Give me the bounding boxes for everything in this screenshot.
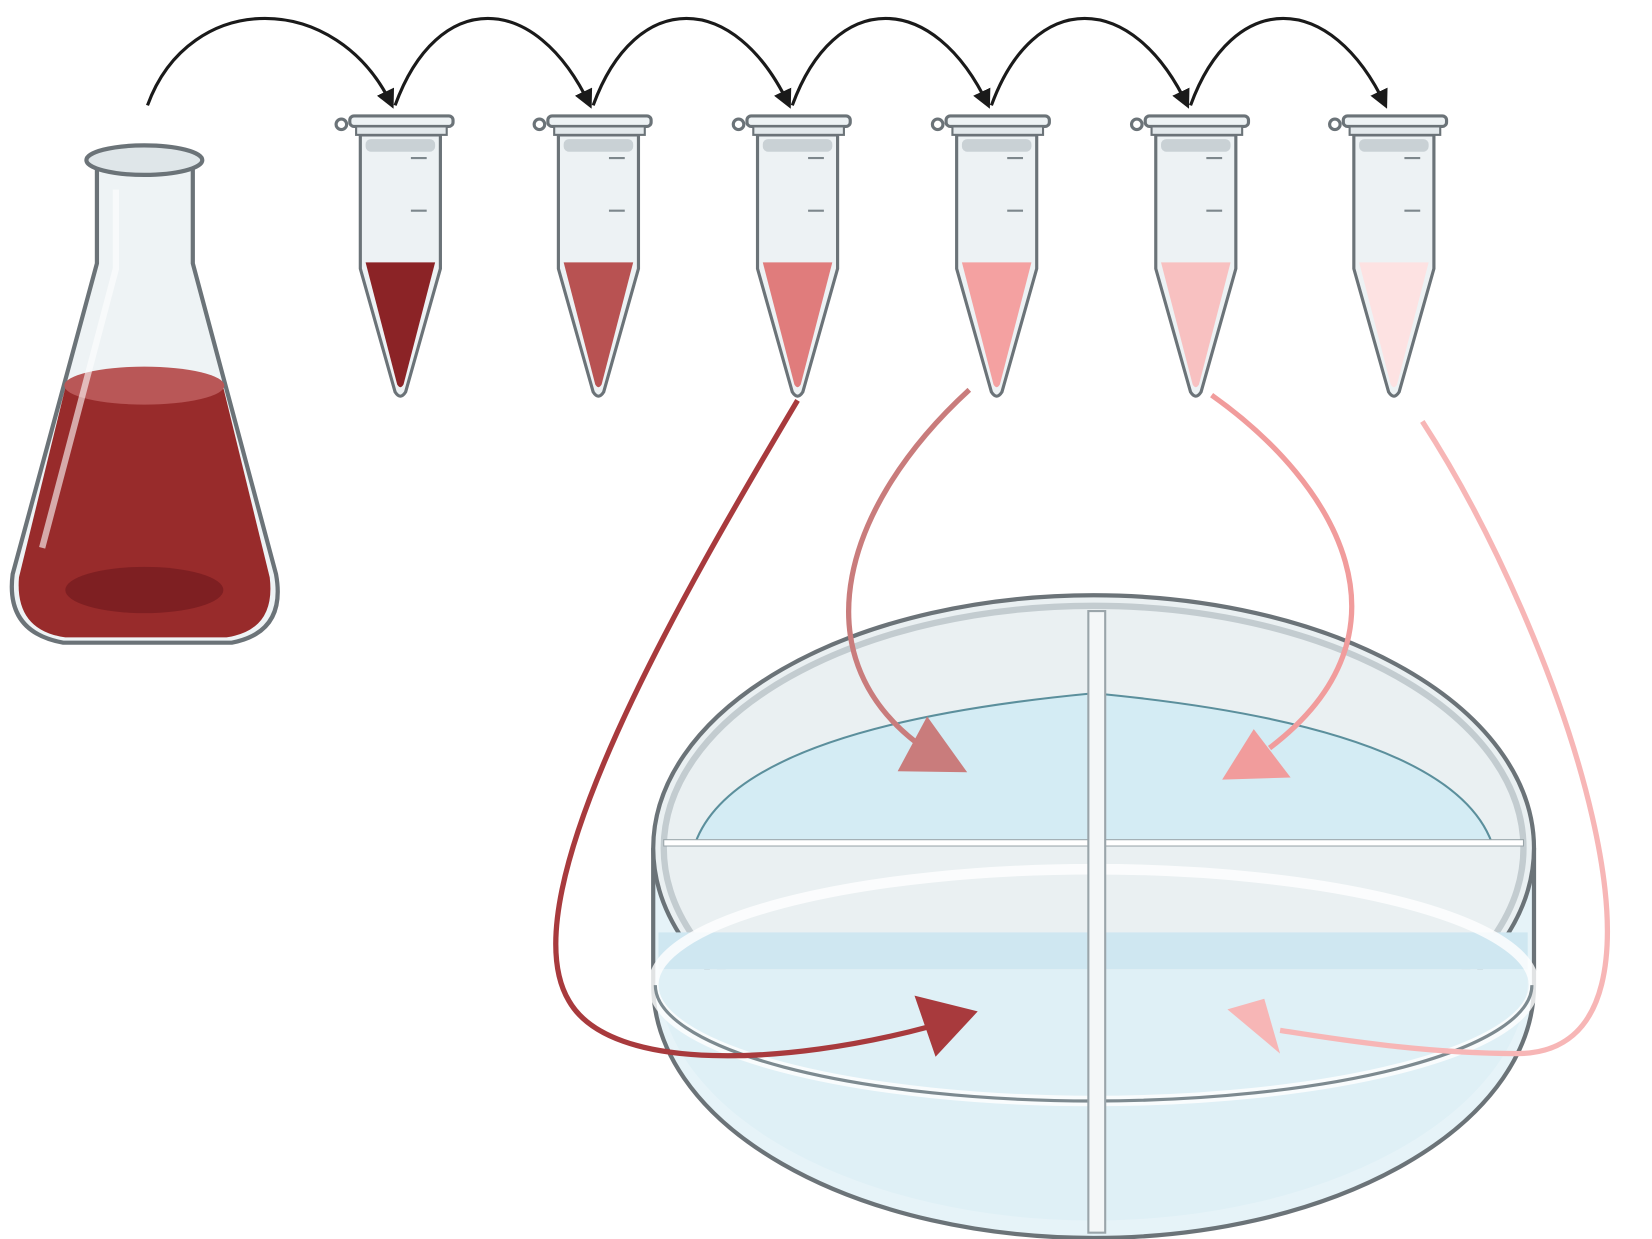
plating-arrow-top-right: [1210, 392, 1355, 780]
tube-cap: [546, 114, 653, 129]
tube-cap: [745, 114, 852, 129]
tube-5: [1129, 114, 1251, 398]
tube-liquid: [1161, 262, 1231, 388]
tube-liquid: [961, 262, 1032, 388]
transfer-arrow-3: [591, 17, 792, 109]
tube-3: [731, 114, 852, 398]
arrowhead-icon: [897, 716, 968, 773]
microcentrifuge-tubes: [334, 114, 1449, 398]
transfer-arrows: [146, 16, 1388, 109]
petri-dish: [647, 593, 1540, 1239]
tube-cap: [1341, 114, 1449, 129]
plating-arrow-top-left: [846, 387, 972, 773]
tube-liquid: [1359, 262, 1429, 388]
transfer-arrow-2: [393, 17, 593, 109]
tube-liquid: [563, 262, 634, 388]
transfer-arrow-1: [146, 16, 394, 109]
arrowhead-icon: [1222, 729, 1291, 780]
tube-cap: [1143, 114, 1251, 129]
plating-arrows: [553, 387, 1610, 1059]
tube-2: [532, 114, 653, 398]
arrowhead-icon: [914, 995, 978, 1057]
tube-cap: [944, 114, 1051, 129]
flask-liquid: [18, 372, 271, 638]
tube-liquid: [762, 262, 833, 388]
tube-4: [930, 114, 1051, 398]
tube-cap: [348, 114, 455, 129]
tube-liquid: [365, 262, 436, 388]
transfer-arrow-6: [1189, 17, 1388, 109]
transfer-arrow-5: [989, 17, 1190, 109]
tube-1: [334, 114, 455, 398]
plating-arrow-bottom-right: [1227, 419, 1610, 1057]
arrowhead-icon: [1227, 998, 1281, 1054]
tube-6: [1328, 114, 1449, 398]
transfer-arrow-4: [790, 17, 991, 109]
divider-vertical: [1087, 610, 1107, 1234]
plating-arrow-bottom-left: [553, 399, 978, 1059]
erlenmeyer-flask: [9, 143, 280, 645]
